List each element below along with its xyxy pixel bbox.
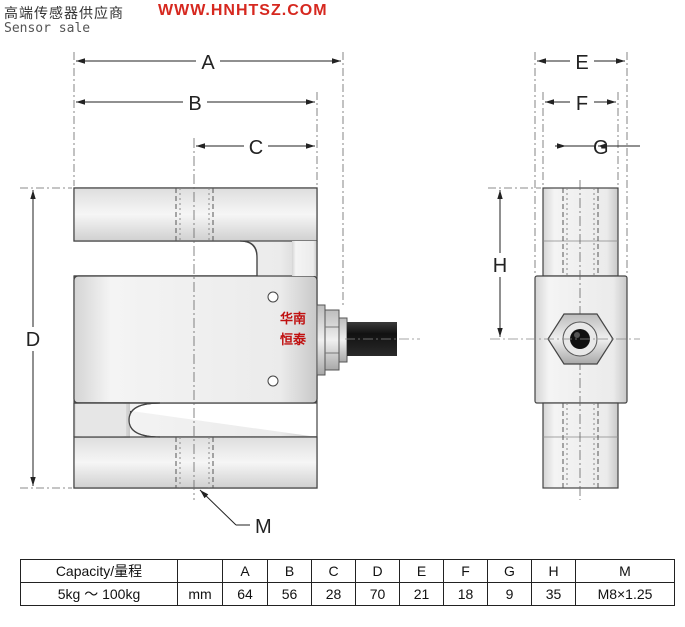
screw-hole-bottom (267, 375, 279, 387)
col-header-e: E (399, 559, 444, 583)
capacity-header: Capacity/量程 (20, 559, 178, 583)
value-d: 70 (355, 582, 400, 606)
value-g: 9 (487, 582, 532, 606)
side-dimensions: E F G H (488, 50, 640, 337)
spec-table-value-row: 5kg ～ 100kg mm 64 56 28 70 21 18 9 35 M8… (20, 582, 675, 606)
value-h: 35 (531, 582, 576, 606)
top-arm (73, 187, 318, 242)
col-header-m: M (575, 559, 675, 583)
s-beam-load-cell-drawing: 华南 恒泰 A B C D M (20, 50, 640, 538)
side-view (490, 180, 640, 500)
side-top-arm (542, 187, 619, 277)
value-b: 56 (267, 582, 312, 606)
dim-label-c: C (249, 137, 263, 159)
value-e: 21 (399, 582, 444, 606)
brand-stamp-line1: 华南 (280, 311, 306, 327)
dim-label-a: A (201, 52, 215, 74)
unit-cell: mm (177, 582, 223, 606)
value-a: 64 (222, 582, 268, 606)
spec-table: Capacity/量程 A B C D E F G H M 5kg ～ 100k… (20, 559, 675, 606)
col-header-a: A (222, 559, 268, 583)
dim-label-f: F (576, 93, 588, 115)
dim-label-m: M (255, 516, 272, 538)
value-m: M8×1.25 (575, 582, 675, 606)
col-header-g: G (487, 559, 532, 583)
gland-cap (338, 317, 348, 363)
col-header-f: F (443, 559, 488, 583)
company-subtitle: Sensor sale (4, 21, 91, 36)
dim-label-h: H (493, 255, 507, 277)
col-header-d: D (355, 559, 400, 583)
bottom-arm (73, 436, 318, 489)
gland-base (316, 304, 326, 376)
side-bottom-arm (542, 402, 619, 489)
company-name-cn: 高端传感器供应商 (4, 6, 124, 22)
company-url[interactable]: WWW.HNHTSZ.COM (158, 2, 328, 19)
dim-label-g: G (593, 137, 609, 159)
dim-label-e: E (575, 52, 588, 74)
gland-nut (324, 309, 340, 371)
screw-hole-top (267, 291, 279, 303)
front-view: 华南 恒泰 (73, 138, 420, 500)
dim-label-d: D (26, 329, 40, 351)
capacity-range: 5kg ～ 100kg (20, 582, 178, 606)
col-header-b: B (267, 559, 312, 583)
col-header-h: H (531, 559, 576, 583)
spec-table-header-row: Capacity/量程 A B C D E F G H M (20, 559, 675, 583)
dim-label-b: B (188, 93, 201, 115)
brand-stamp-line2: 恒泰 (280, 332, 307, 348)
unit-header-blank (177, 559, 223, 583)
value-c: 28 (311, 582, 356, 606)
col-header-c: C (311, 559, 356, 583)
value-f: 18 (443, 582, 488, 606)
front-dimensions: A B C D M (20, 50, 344, 538)
